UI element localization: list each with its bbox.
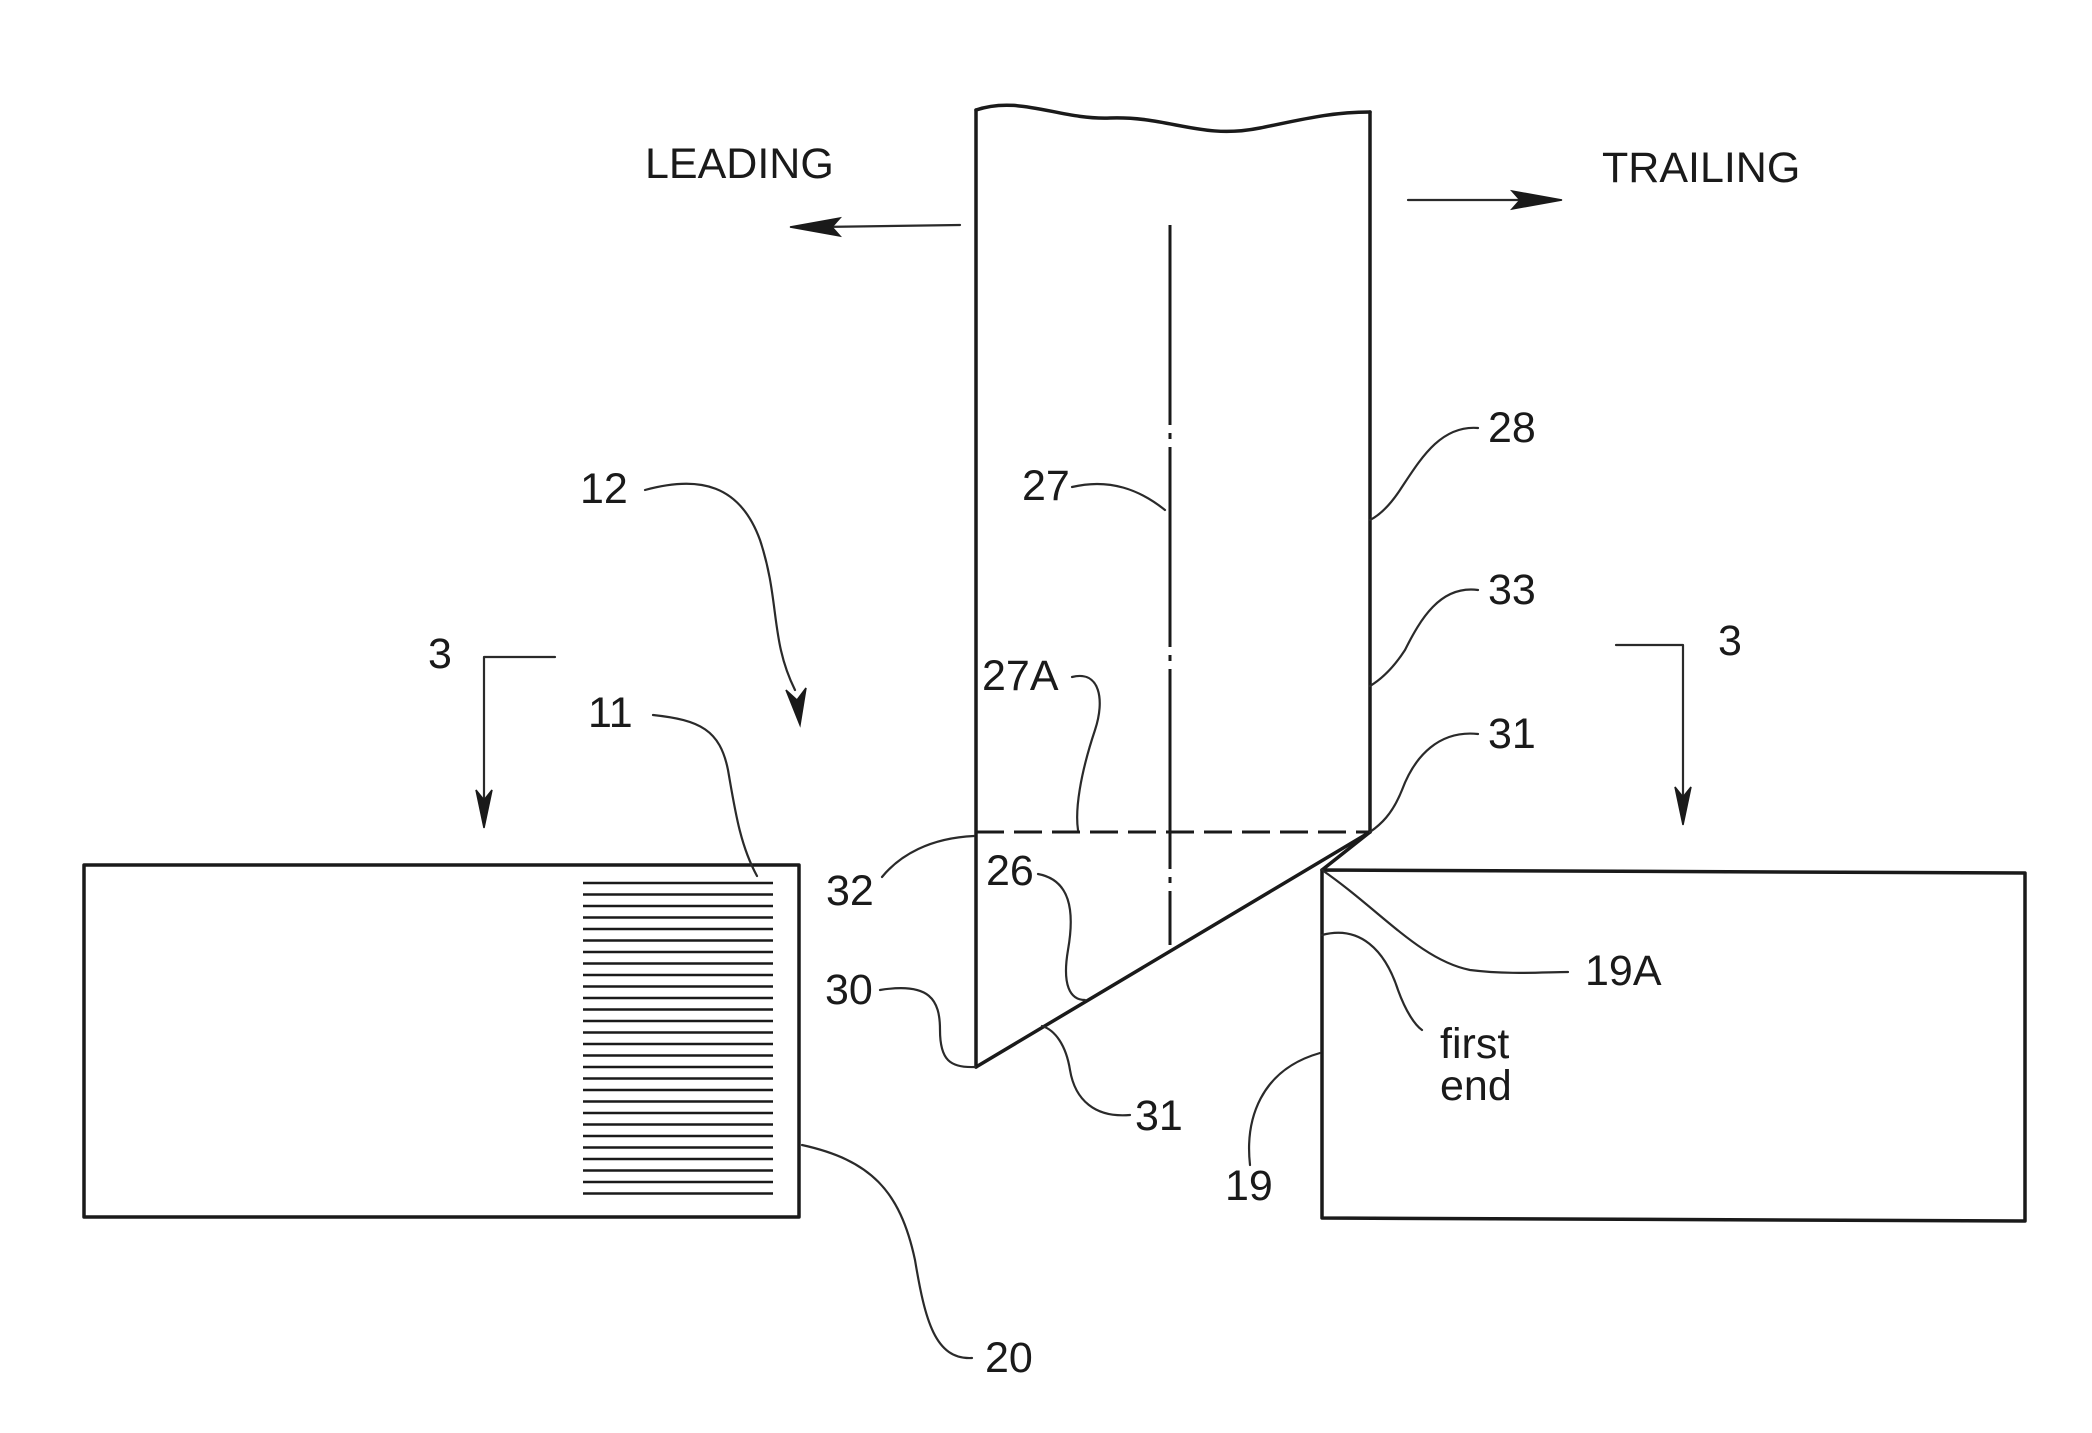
section-label-left: 3: [428, 630, 452, 678]
section-marker-right: [1616, 645, 1691, 825]
trailing-label: TRAILING: [1602, 144, 1800, 192]
ref-20: 20: [985, 1334, 1033, 1382]
tool-body: [976, 105, 1370, 1067]
leading-arrow: [790, 218, 960, 236]
right-block: [1322, 832, 2025, 1221]
leading-label: LEADING: [645, 140, 834, 188]
section-marker-left: [476, 657, 555, 828]
left-block: [84, 865, 799, 1217]
ref-30: 30: [825, 966, 873, 1014]
ref-27A: 27A: [982, 652, 1059, 700]
right-block-outline: [1322, 870, 2025, 1221]
section-label-right: 3: [1718, 617, 1742, 665]
first-end-label-line2: end: [1440, 1062, 1512, 1110]
ref-31-upper: 31: [1488, 710, 1536, 758]
tool-bevel-edge: [976, 832, 1370, 1067]
ref-27: 27: [1022, 462, 1070, 510]
hatch-region: [583, 883, 773, 1194]
ref-26: 26: [986, 847, 1034, 895]
ref-31-lower: 31: [1135, 1092, 1183, 1140]
ref-12: 12: [580, 465, 628, 513]
first-end-label-line1: first: [1440, 1020, 1509, 1068]
ref-28: 28: [1488, 404, 1536, 452]
trailing-arrow: [1408, 191, 1562, 209]
ref-19: 19: [1225, 1162, 1273, 1210]
ref-33: 33: [1488, 566, 1536, 614]
tool-break-line: [976, 105, 1370, 131]
right-block-chamfer: [1322, 832, 1370, 870]
ref-32: 32: [826, 867, 874, 915]
ref-11: 11: [588, 689, 633, 737]
ref-19A: 19A: [1585, 947, 1662, 995]
